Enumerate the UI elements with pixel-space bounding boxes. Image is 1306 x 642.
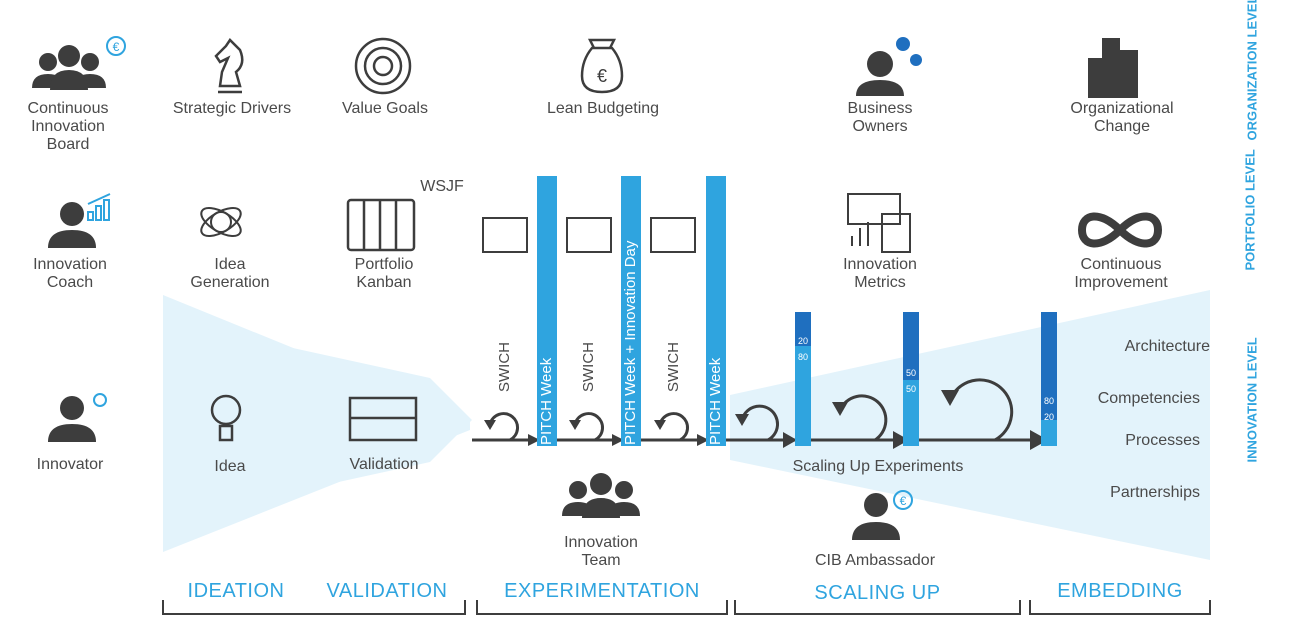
ambassador-label: CIB Ambassador bbox=[814, 552, 936, 569]
owners-label: Business Owners bbox=[847, 100, 913, 135]
arrow-4 bbox=[783, 432, 797, 448]
ratio-3-bottom: 20 bbox=[1043, 412, 1054, 422]
swich-label-2: SWICH bbox=[580, 342, 597, 392]
idea-gen-label: Idea Generation bbox=[190, 256, 270, 291]
arrow-2 bbox=[612, 434, 624, 446]
ambassador-person-icon bbox=[852, 493, 900, 540]
lightbulb-small-icon bbox=[93, 393, 107, 407]
phase-experimentation: EXPERIMENTATION bbox=[504, 580, 700, 602]
level-organization: ORGANIZATION LEVEL bbox=[1244, 0, 1260, 141]
pitch-week-innovation-day: PITCH Week + Innovation Day bbox=[622, 240, 639, 445]
pitch-bar-1 bbox=[537, 176, 557, 446]
embedding-processes: Processes bbox=[1125, 432, 1200, 449]
infinity-icon bbox=[1077, 212, 1163, 248]
ratio-3-top: 80 bbox=[1043, 396, 1054, 406]
embedding-architecture: Architecture bbox=[1124, 338, 1210, 355]
wsjf-label: WSJF bbox=[420, 178, 464, 195]
pitch-bar-2 bbox=[621, 176, 641, 446]
metrics-label: Innovation Metrics bbox=[843, 256, 917, 291]
coach-person-icon bbox=[48, 202, 96, 248]
coach-label: Innovation Coach bbox=[33, 256, 107, 291]
pitch-week-1: PITCH Week bbox=[538, 357, 555, 445]
building-icon bbox=[1088, 38, 1138, 98]
team-people-icon bbox=[562, 473, 640, 518]
embedding-partnerships: Partnerships bbox=[1110, 484, 1200, 501]
ratio-bar-3-fill bbox=[1041, 420, 1057, 446]
kanban-label: Portfolio Kanban bbox=[354, 256, 414, 291]
gears-icon bbox=[896, 37, 922, 66]
ratio-1-top: 20 bbox=[797, 336, 808, 346]
ratio-2-top: 50 bbox=[905, 368, 916, 378]
phase-embedding: EMBEDDING bbox=[1057, 580, 1183, 602]
arrow-1 bbox=[528, 434, 540, 446]
pitch-bar-3 bbox=[706, 176, 726, 446]
budget-label: Lean Budgeting bbox=[546, 100, 660, 117]
loop-icon bbox=[488, 378, 1014, 442]
idea-label: Idea bbox=[214, 458, 246, 475]
phase-ideation: IDEATION bbox=[187, 580, 285, 602]
board-people-icon bbox=[32, 45, 106, 90]
validation-board-icon bbox=[348, 396, 418, 442]
phase-scaling-up: SCALING UP bbox=[814, 582, 941, 604]
euro-badge-icon: € bbox=[893, 490, 913, 510]
ratio-2-bottom: 50 bbox=[905, 384, 916, 394]
goals-label: Value Goals bbox=[342, 100, 428, 117]
arrow-5 bbox=[893, 431, 909, 449]
euro-coin-icon: € bbox=[106, 36, 126, 56]
ratio-bar-3 bbox=[1041, 312, 1057, 446]
knight-icon bbox=[214, 38, 244, 94]
ratio-1-bottom: 80 bbox=[797, 352, 808, 362]
svg-text:€: € bbox=[900, 494, 907, 508]
idea-generation-icon bbox=[200, 207, 242, 237]
swich-label-3: SWICH bbox=[665, 342, 682, 392]
ratio-bar-1-fill bbox=[795, 346, 811, 446]
innovator-label: Innovator bbox=[36, 456, 104, 473]
loop-arrowheads bbox=[484, 390, 959, 430]
board-label: Continuous Innovation Board bbox=[27, 100, 109, 153]
pitch-week-3: PITCH Week bbox=[707, 357, 724, 445]
funnel-arrow-head bbox=[165, 320, 472, 520]
change-label: Organizational Change bbox=[1070, 100, 1174, 135]
embedding-competencies: Competencies bbox=[1097, 390, 1200, 407]
swich-label-1: SWICH bbox=[496, 342, 513, 392]
kanban-board-icon bbox=[346, 198, 416, 252]
innovator-person-icon bbox=[48, 396, 96, 442]
svg-text:€: € bbox=[113, 40, 120, 54]
funnel-right bbox=[730, 290, 1210, 560]
target-icon bbox=[354, 37, 412, 95]
scaling-experiments-label: Scaling Up Experiments bbox=[792, 458, 964, 475]
lightbulb-icon bbox=[210, 394, 242, 442]
metrics-icon bbox=[847, 193, 911, 253]
flow-arrow bbox=[1030, 430, 1048, 450]
business-owner-icon bbox=[856, 51, 904, 96]
arrow-3 bbox=[697, 434, 709, 446]
drivers-label: Strategic Drivers bbox=[172, 100, 292, 117]
team-label: Innovation Team bbox=[564, 534, 638, 569]
level-innovation: INNOVATION LEVEL bbox=[1244, 337, 1260, 463]
phase-validation: VALIDATION bbox=[326, 580, 448, 602]
svg-text:€: € bbox=[597, 66, 607, 86]
level-portfolio: PORTFOLIO LEVEL bbox=[1242, 149, 1258, 271]
validation-label: Validation bbox=[349, 456, 419, 473]
mini-kanban-icon bbox=[482, 217, 696, 253]
growth-chart-icon bbox=[87, 193, 111, 221]
improvement-label: Continuous Improvement bbox=[1074, 256, 1168, 291]
money-bag-icon: € bbox=[580, 38, 624, 94]
ratio-bar-2-fill bbox=[903, 380, 919, 446]
phase-brackets bbox=[162, 600, 1211, 615]
